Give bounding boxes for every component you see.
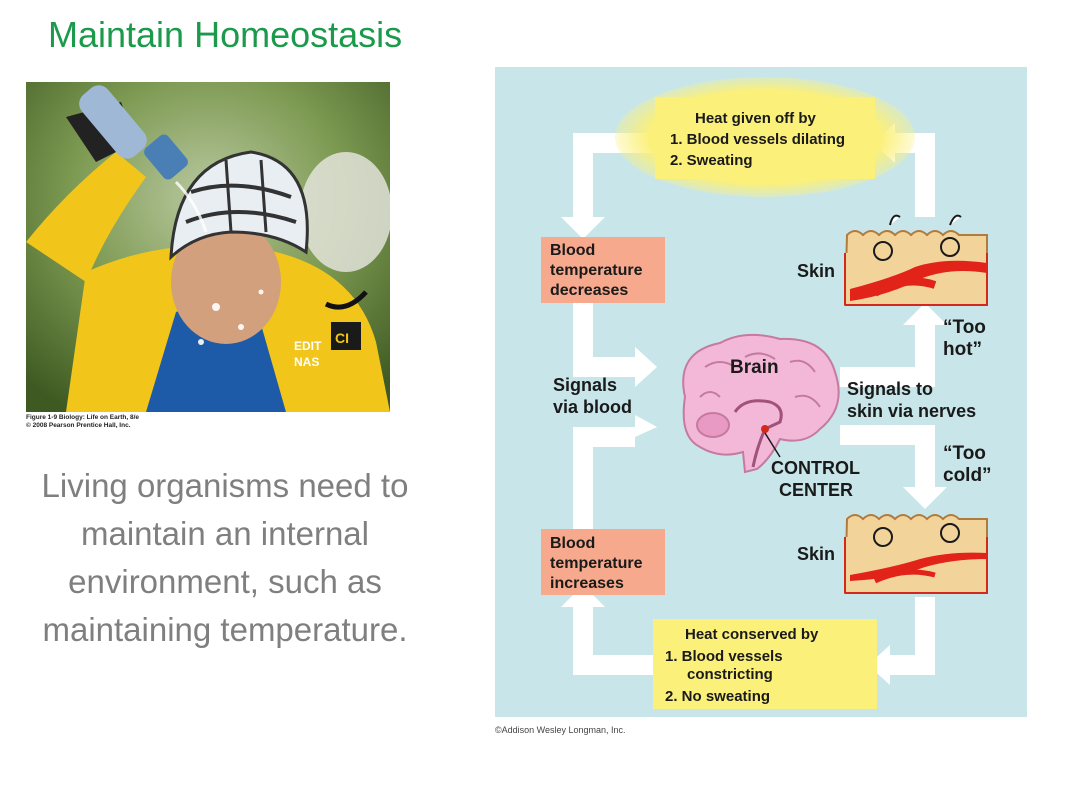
svg-text:2. Sweating: 2. Sweating bbox=[670, 152, 753, 169]
temp-increases-box: Blood temperature increases bbox=[541, 529, 665, 595]
sponsor-logo bbox=[331, 322, 361, 350]
svg-text:NAS: NAS bbox=[294, 355, 319, 369]
arrow-to-skin-hot bbox=[840, 303, 947, 387]
signals-via-blood-label-2: via blood bbox=[553, 397, 632, 417]
arrow-to-brain-upper bbox=[573, 299, 657, 387]
too-hot-label-2: hot” bbox=[943, 339, 982, 360]
arrow-to-temp-increases bbox=[561, 585, 655, 675]
cyclist-illustration: CI EDIT NAS bbox=[26, 82, 390, 412]
swoosh-logo bbox=[324, 290, 368, 310]
svg-text:Heat given off by: Heat given off by bbox=[695, 110, 817, 127]
svg-text:Blood: Blood bbox=[550, 242, 595, 259]
svg-text:decreases: decreases bbox=[550, 282, 628, 299]
homeostasis-diagram: Heat given off by 1. Blood vessels dilat… bbox=[495, 67, 1027, 717]
svg-text:CI: CI bbox=[335, 330, 349, 346]
svg-text:Heat conserved by: Heat conserved by bbox=[685, 626, 819, 643]
signals-to-skin-label-2: skin via nerves bbox=[847, 401, 976, 421]
svg-text:1. Blood vessels dilating: 1. Blood vessels dilating bbox=[670, 131, 845, 148]
arrow-to-brain-lower bbox=[573, 415, 657, 537]
svg-text:constricting: constricting bbox=[687, 666, 773, 683]
svg-text:increases: increases bbox=[550, 575, 624, 592]
slide-caption: Living organisms need to maintain an int… bbox=[41, 467, 409, 648]
brain-label: Brain bbox=[730, 357, 779, 378]
signals-via-blood-label-1: Signals bbox=[553, 375, 617, 395]
skin-label-top: Skin bbox=[797, 261, 835, 281]
brain-illustration: Brain bbox=[682, 333, 840, 474]
too-hot-label-1: “Too bbox=[943, 317, 986, 338]
svg-text:temperature: temperature bbox=[550, 555, 643, 572]
skin-hot-illustration bbox=[843, 214, 988, 306]
heat-conserved-box: Heat conserved by 1. Blood vessels const… bbox=[653, 619, 877, 709]
svg-text:2. No sweating: 2. No sweating bbox=[665, 688, 770, 705]
svg-text:temperature: temperature bbox=[550, 262, 643, 279]
arrow-to-skin-cold bbox=[840, 425, 947, 509]
signals-to-skin-label-1: Signals to bbox=[847, 379, 933, 399]
photo-credit: Figure 1-9 Biology: Life on Earth, 8/e ©… bbox=[26, 414, 140, 429]
svg-text:EDIT: EDIT bbox=[294, 339, 322, 353]
diagram-copyright: ©Addison Wesley Longman, Inc. bbox=[495, 725, 626, 735]
control-center-label-2: CENTER bbox=[779, 480, 853, 500]
temp-decreases-box: Blood temperature decreases bbox=[541, 237, 665, 303]
arrow-to-heat-conserved bbox=[868, 597, 935, 685]
slide-title: Maintain Homeostasis bbox=[48, 14, 403, 55]
svg-text:Blood: Blood bbox=[550, 535, 595, 552]
arrow-to-temp-decreases bbox=[561, 133, 675, 239]
too-cold-label-1: “Too bbox=[943, 443, 986, 464]
too-cold-label-2: cold” bbox=[943, 465, 992, 486]
skin-cold-illustration bbox=[843, 514, 988, 594]
skin-label-bottom: Skin bbox=[797, 544, 835, 564]
control-center-label-1: CONTROL bbox=[771, 458, 860, 478]
svg-text:1. Blood vessels: 1. Blood vessels bbox=[665, 648, 783, 665]
cyclist-photo: CI EDIT NAS bbox=[26, 82, 390, 412]
heat-given-off-box: Heat given off by 1. Blood vessels dilat… bbox=[615, 77, 915, 197]
